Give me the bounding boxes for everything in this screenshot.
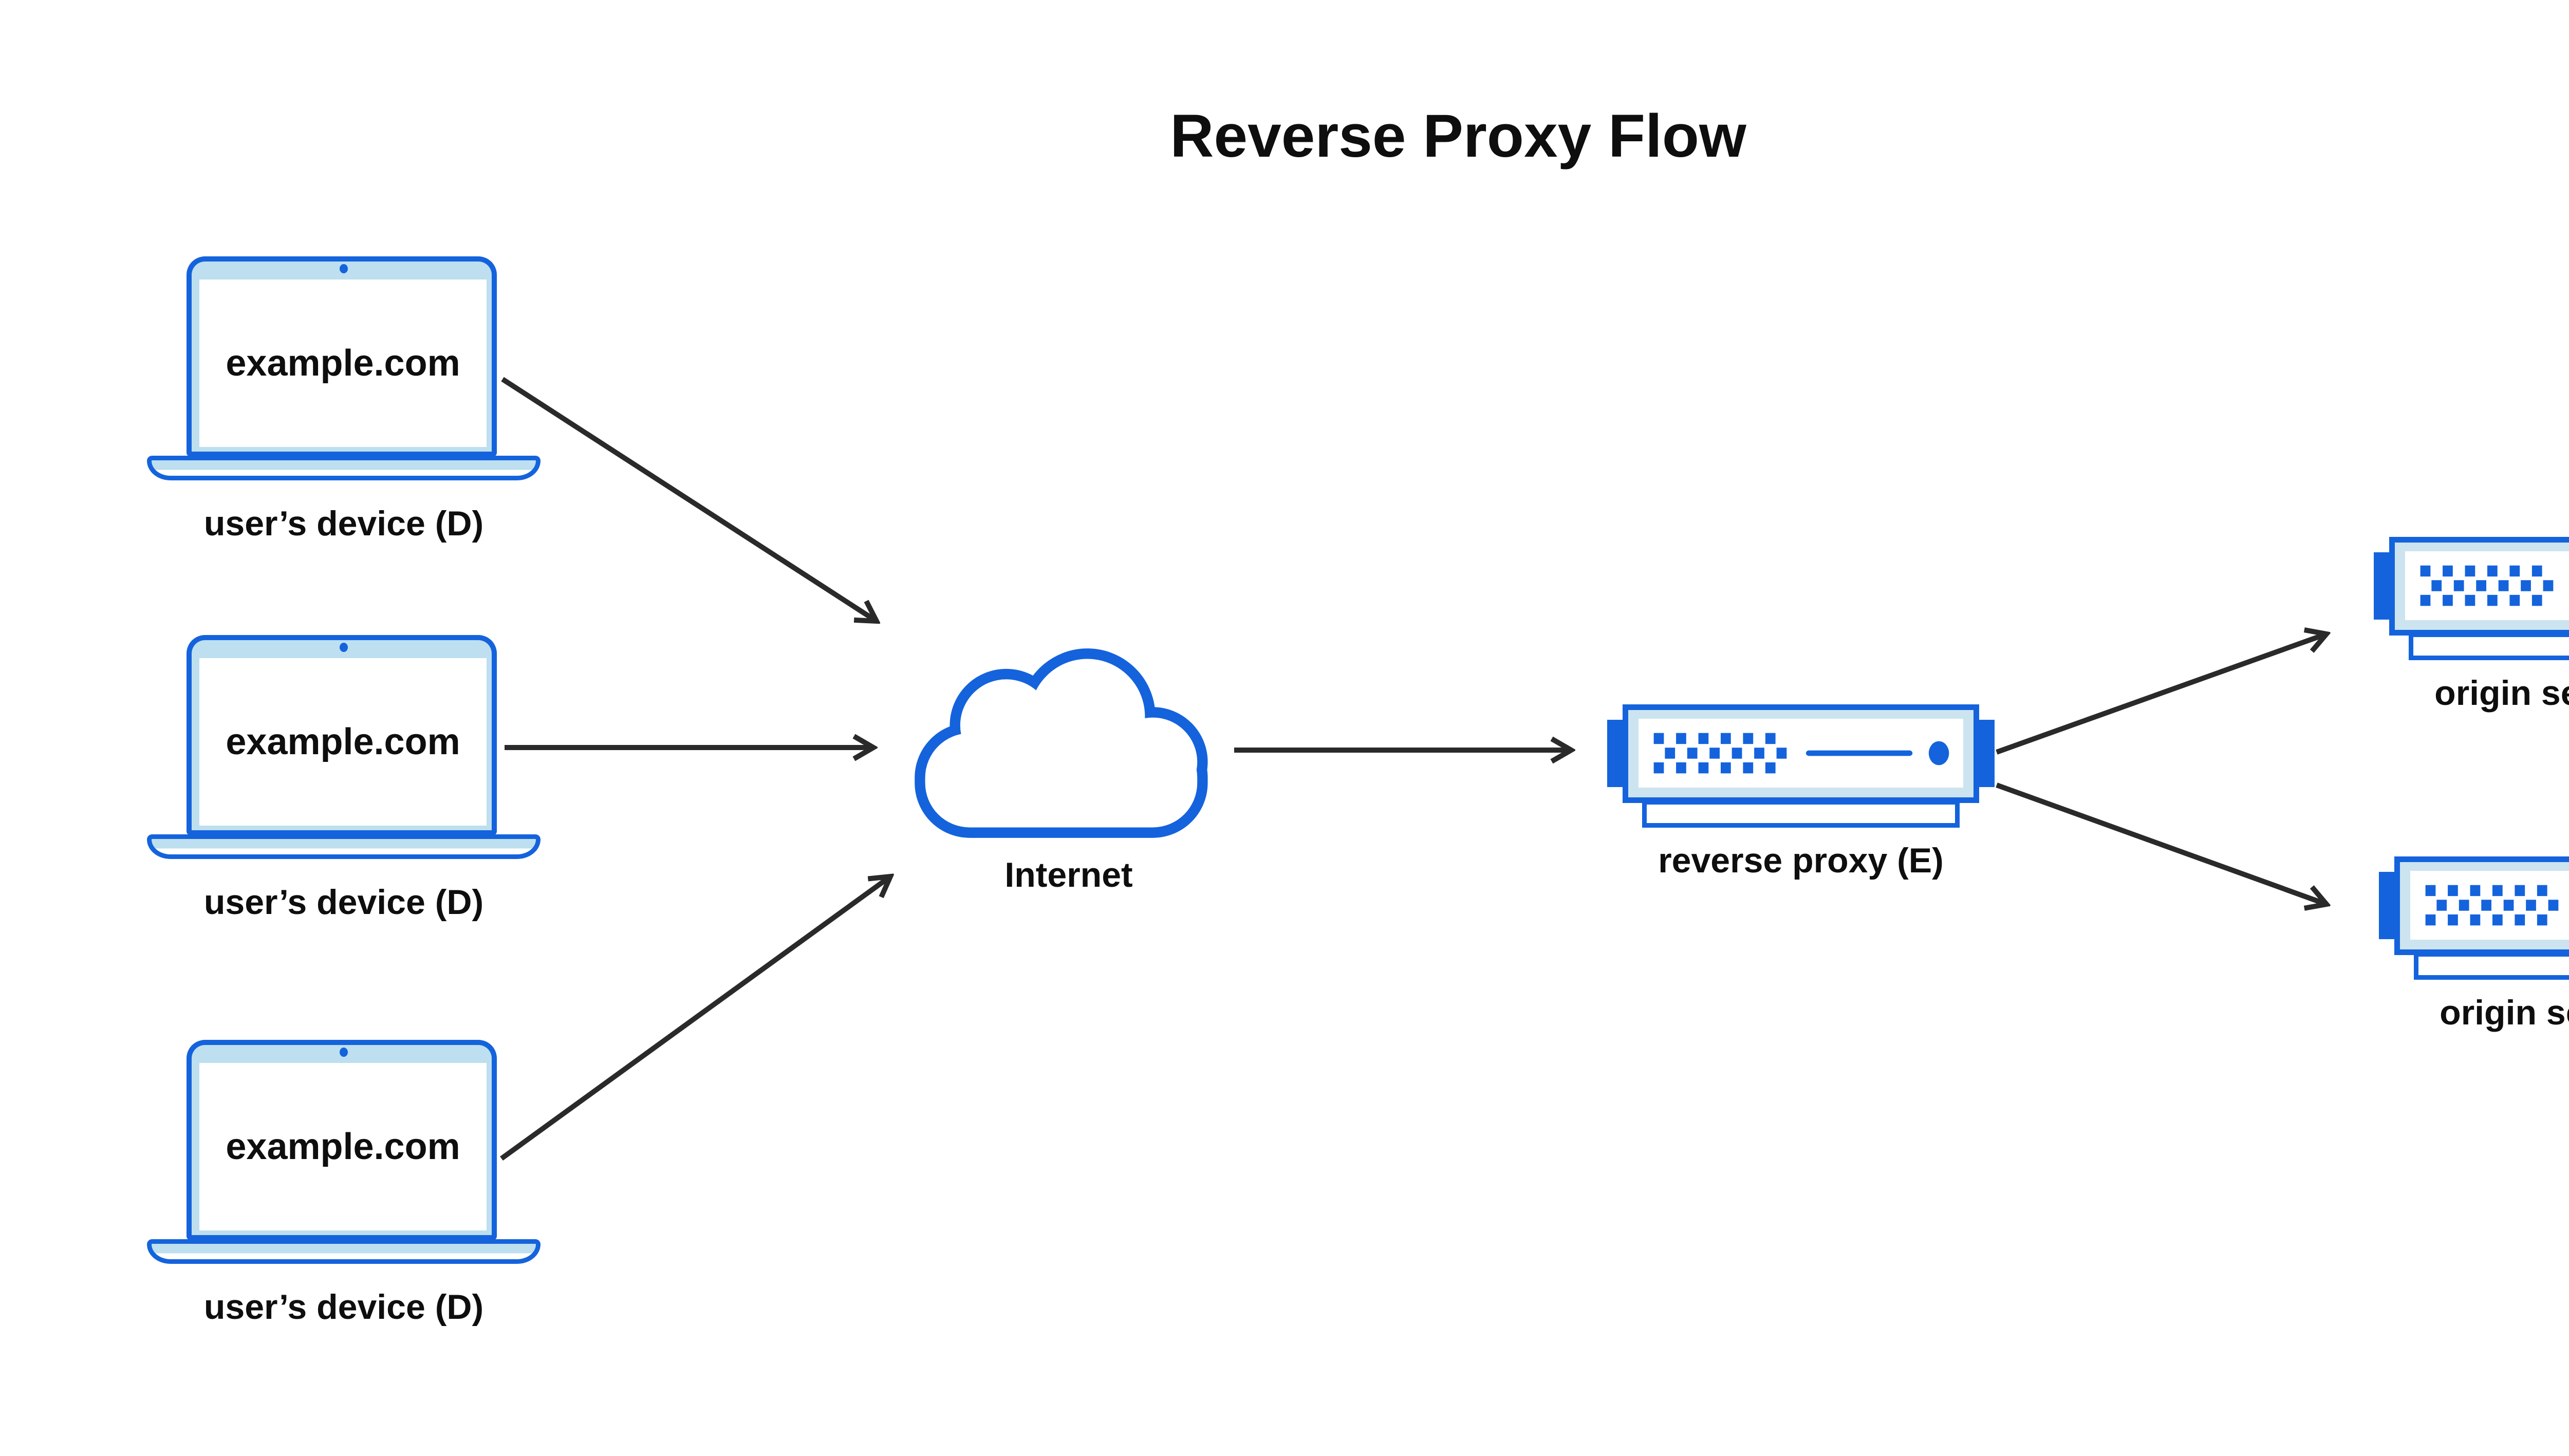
origin-server-label: origin server (F) xyxy=(2440,993,2569,1032)
server-pedestal xyxy=(1642,800,1960,828)
server-power-led-icon xyxy=(1928,741,1949,766)
user-device-3: example.com user’s device (D) xyxy=(147,1040,541,1348)
device-label: user’s device (D) xyxy=(203,504,484,543)
server-faceplate xyxy=(2410,871,2569,940)
arrow-device1-to-internet xyxy=(501,377,877,621)
server-side-tab-icon xyxy=(2374,552,2389,620)
server-faceplate xyxy=(2405,551,2569,620)
server-face-pattern-icon xyxy=(2420,565,2554,606)
laptop-screen: example.com xyxy=(199,279,487,447)
origin-server-2: origin server (F) xyxy=(2379,856,2569,1062)
laptop-screen: example.com xyxy=(199,1063,487,1230)
server-pedestal xyxy=(2414,952,2569,980)
camera-dot-icon xyxy=(340,643,348,652)
device-screen-url: example.com xyxy=(226,343,460,384)
origin-server-1: origin server (F) xyxy=(2374,537,2569,742)
server-face-pattern-icon xyxy=(1653,733,1949,774)
server-slot-icon xyxy=(1805,750,1913,756)
reverse-proxy-label: reverse proxy (E) xyxy=(1658,841,1944,880)
server-side-tab-icon xyxy=(1607,720,1623,787)
camera-dot-icon xyxy=(340,1048,348,1057)
origin-server-label: origin server (F) xyxy=(2434,674,2569,713)
arrow-proxy-to-origin1 xyxy=(1996,634,2326,755)
arrow-device3-to-internet xyxy=(500,876,890,1161)
server-side-tab-icon xyxy=(2379,872,2394,939)
laptop-base xyxy=(147,834,541,859)
arrow-proxy-to-origin2 xyxy=(1996,782,2326,904)
laptop-base xyxy=(147,456,541,480)
device-label: user’s device (D) xyxy=(203,883,484,922)
device-screen-url: example.com xyxy=(226,721,460,762)
internet-label: Internet xyxy=(1004,855,1133,894)
device-screen-url: example.com xyxy=(226,1126,460,1167)
server-faceplate xyxy=(1639,719,1963,788)
laptop-screen: example.com xyxy=(199,658,487,826)
user-device-1: example.com user’s device (D) xyxy=(147,256,541,565)
internet-cloud-icon xyxy=(915,648,1208,838)
server-side-tab-icon xyxy=(1979,720,1995,787)
camera-dot-icon xyxy=(340,264,348,273)
laptop-base xyxy=(147,1239,541,1264)
server-face-pattern-icon xyxy=(2425,885,2559,926)
user-device-2: example.com user’s device (D) xyxy=(147,635,541,943)
server-pedestal xyxy=(2409,632,2569,660)
device-label: user’s device (D) xyxy=(203,1287,484,1327)
reverse-proxy-server: reverse proxy (E) xyxy=(1607,704,1995,910)
diagram-title: Reverse Proxy Flow xyxy=(1170,102,1746,170)
